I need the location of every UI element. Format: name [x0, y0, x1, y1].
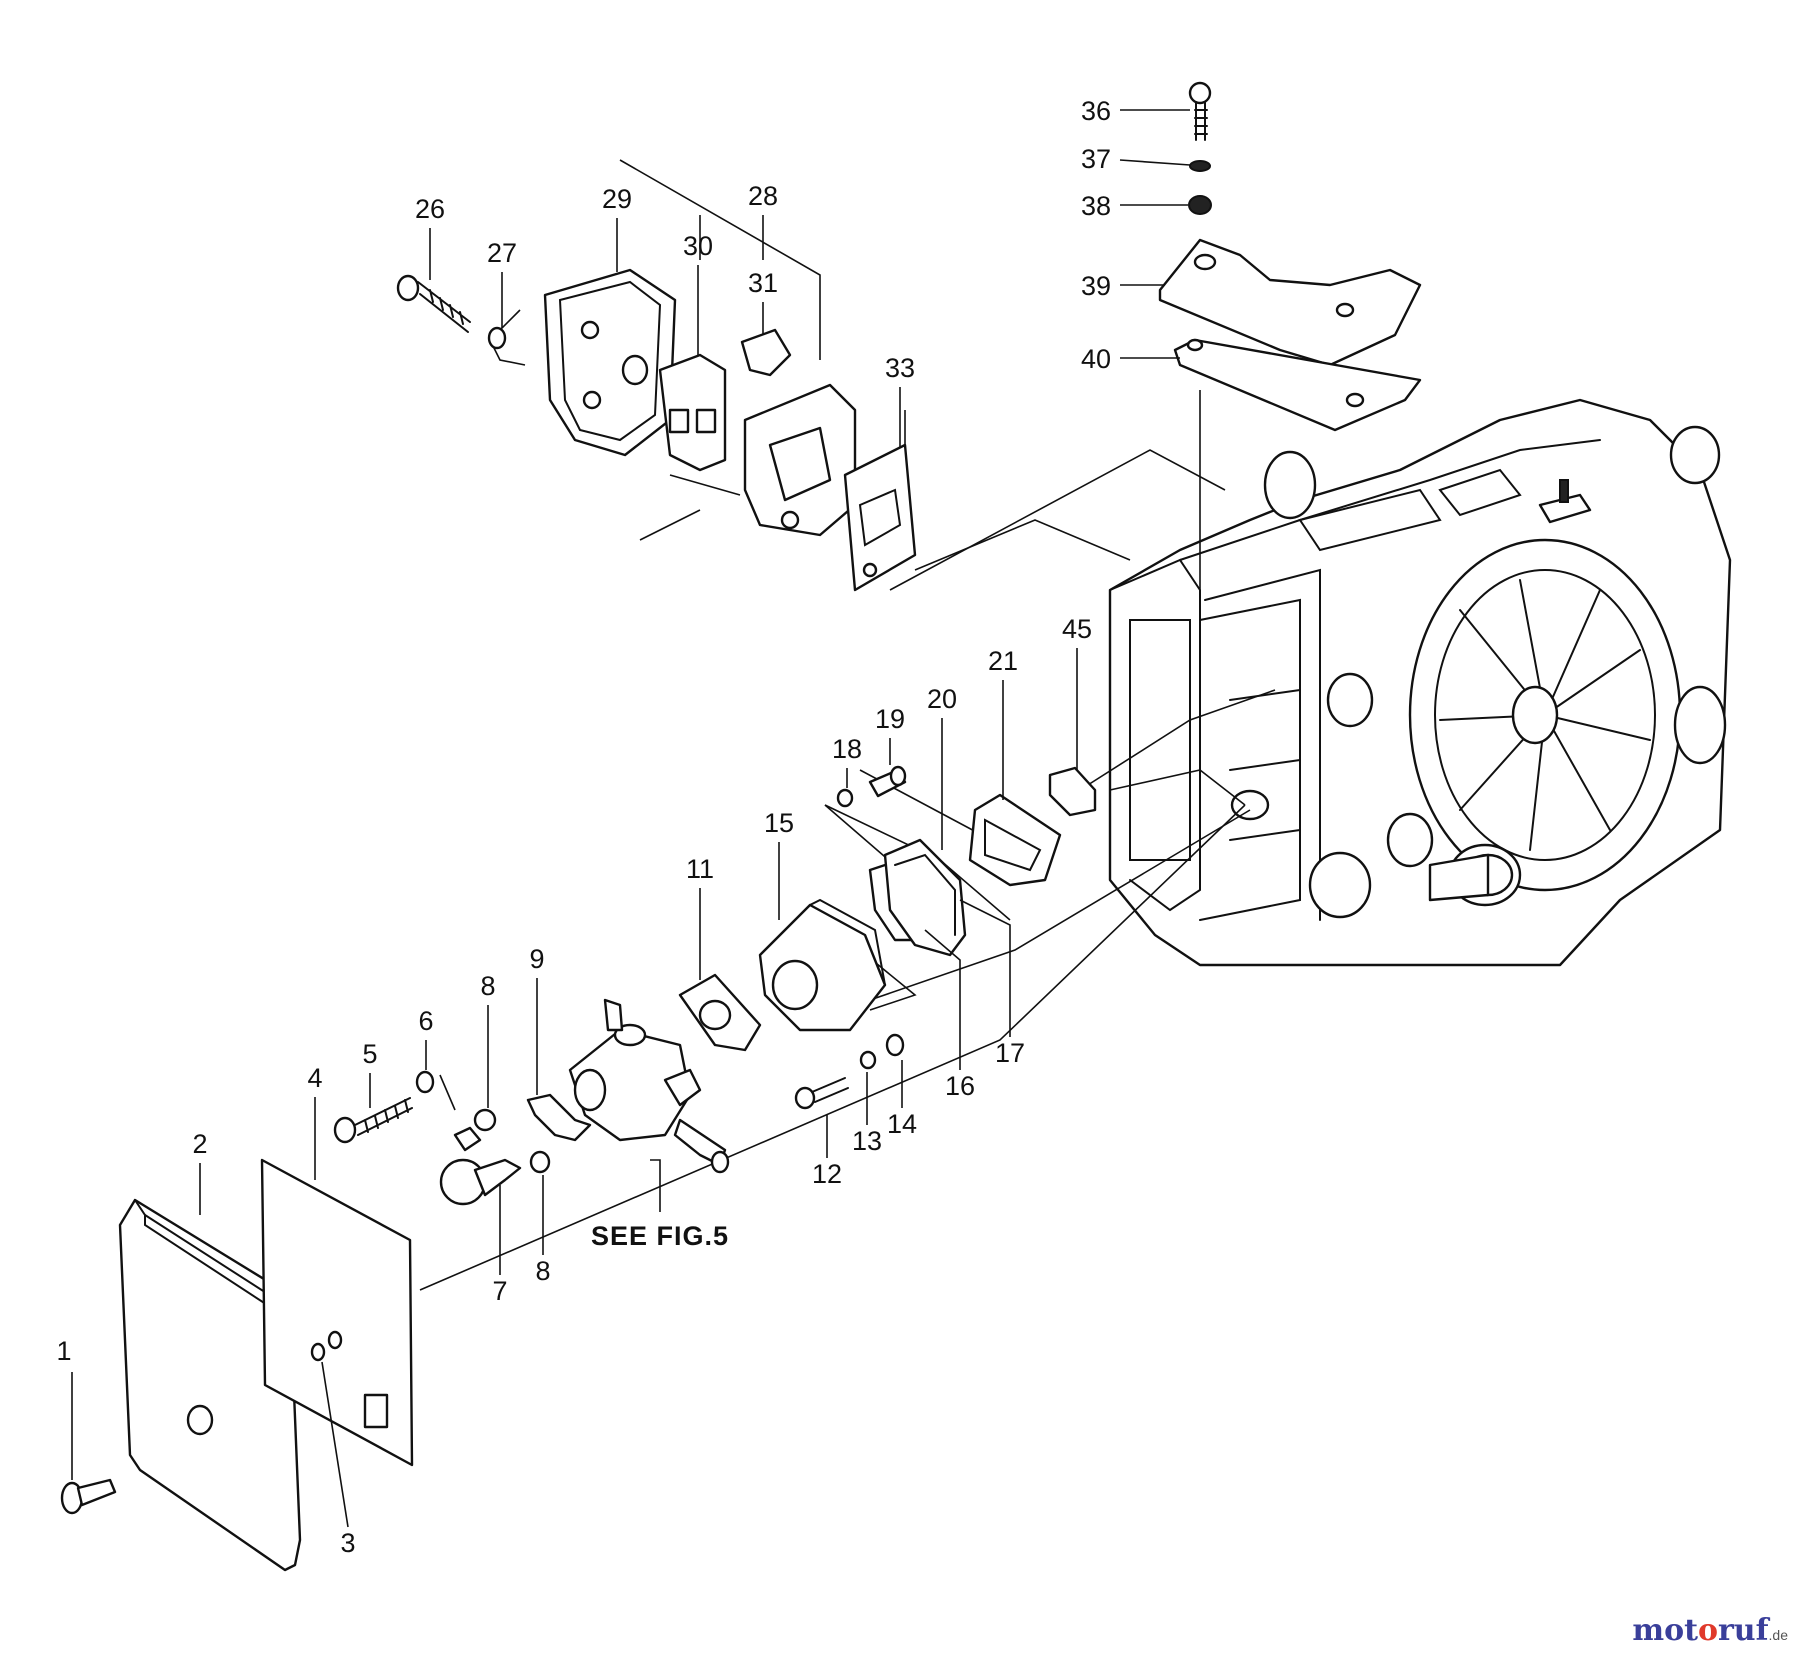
- label-part-26: 26: [415, 194, 445, 224]
- air-filter-cover-part-2: [118, 1198, 302, 1572]
- engine-housing: [1108, 398, 1732, 967]
- screw-part-36: [1188, 81, 1212, 141]
- gasket-part-21: [968, 793, 1062, 887]
- label-part-8-upper: 8: [480, 971, 495, 1001]
- washer-part-8-upper: [473, 1108, 497, 1132]
- label-part-33: 33: [885, 353, 915, 383]
- label-part-4: 4: [307, 1063, 322, 1093]
- choke-lever-part-7: [439, 1126, 522, 1206]
- filter-element-part-4: [260, 1158, 414, 1467]
- label-part-16: 16: [945, 1071, 975, 1101]
- washer-part-18: [836, 788, 854, 808]
- screw-part-5: [333, 1097, 413, 1144]
- label-part-21: 21: [988, 646, 1018, 676]
- label-part-38: 38: [1081, 191, 1111, 221]
- label-part-45: 45: [1062, 614, 1092, 644]
- label-part-29: 29: [602, 184, 632, 214]
- gasket-part-11: [678, 973, 762, 1052]
- label-part-17: 17: [995, 1038, 1025, 1068]
- carburetor: [568, 998, 730, 1174]
- label-part-8-lower: 8: [535, 1256, 550, 1286]
- label-part-1: 1: [56, 1336, 71, 1366]
- deflector-part-30: [658, 353, 727, 472]
- screw-part-1: [60, 1478, 117, 1515]
- label-part-28: 28: [748, 181, 778, 211]
- label-part-5: 5: [362, 1039, 377, 1069]
- washer-part-13: [859, 1050, 877, 1070]
- label-part-20: 20: [927, 684, 957, 714]
- spacer-part-20: [883, 838, 967, 957]
- cover-part-39: [1158, 238, 1422, 367]
- label-part-40: 40: [1081, 344, 1111, 374]
- label-part-39: 39: [1081, 271, 1111, 301]
- watermark-logo: motoruf.de: [1632, 1613, 1788, 1648]
- label-part-36: 36: [1081, 96, 1111, 126]
- gasket-part-33: [843, 443, 917, 592]
- washer-part-37: [1189, 160, 1211, 172]
- throttle-plate-part-9: [526, 1093, 592, 1142]
- label-part-2: 2: [192, 1129, 207, 1159]
- label-part-15: 15: [764, 808, 794, 838]
- washer-part-14: [885, 1033, 905, 1057]
- muffler-body-part-28: [743, 383, 857, 537]
- label-part-9: 9: [529, 944, 544, 974]
- label-part-27: 27: [487, 238, 517, 268]
- label-part-31: 31: [748, 268, 778, 298]
- label-part-18: 18: [832, 734, 862, 764]
- screw-part-26: [396, 274, 471, 333]
- muffler-cover-part-29: [543, 268, 677, 457]
- label-part-6: 6: [418, 1006, 433, 1036]
- part-labels: 1 2 3 4 5 6 7 8 8 9 11 12 13 14 15 16 17…: [56, 96, 1191, 1558]
- label-part-11: 11: [686, 854, 714, 884]
- label-part-12: 12: [812, 1159, 842, 1189]
- washer-part-3: [310, 1330, 343, 1362]
- see-fig-reference: SEE FIG.5: [591, 1221, 729, 1251]
- intake-manifold-part-15: [758, 898, 887, 1032]
- label-part-13: 13: [852, 1126, 882, 1156]
- sleeve-part-31: [740, 328, 792, 377]
- label-part-19: 19: [875, 704, 905, 734]
- label-part-37: 37: [1081, 144, 1111, 174]
- label-part-3: 3: [340, 1528, 355, 1558]
- label-part-14: 14: [887, 1109, 917, 1139]
- screw-part-19: [868, 765, 907, 798]
- washer-part-8-lower: [529, 1150, 551, 1174]
- clip-part-45: [1048, 766, 1097, 817]
- label-part-7: 7: [492, 1276, 507, 1306]
- plate-part-40: [1173, 338, 1422, 432]
- nut-part-38: [1188, 195, 1212, 215]
- screw-part-12: [794, 1077, 849, 1110]
- label-part-30: 30: [683, 231, 713, 261]
- washer-part-27: [487, 326, 507, 350]
- washer-part-6: [415, 1070, 435, 1094]
